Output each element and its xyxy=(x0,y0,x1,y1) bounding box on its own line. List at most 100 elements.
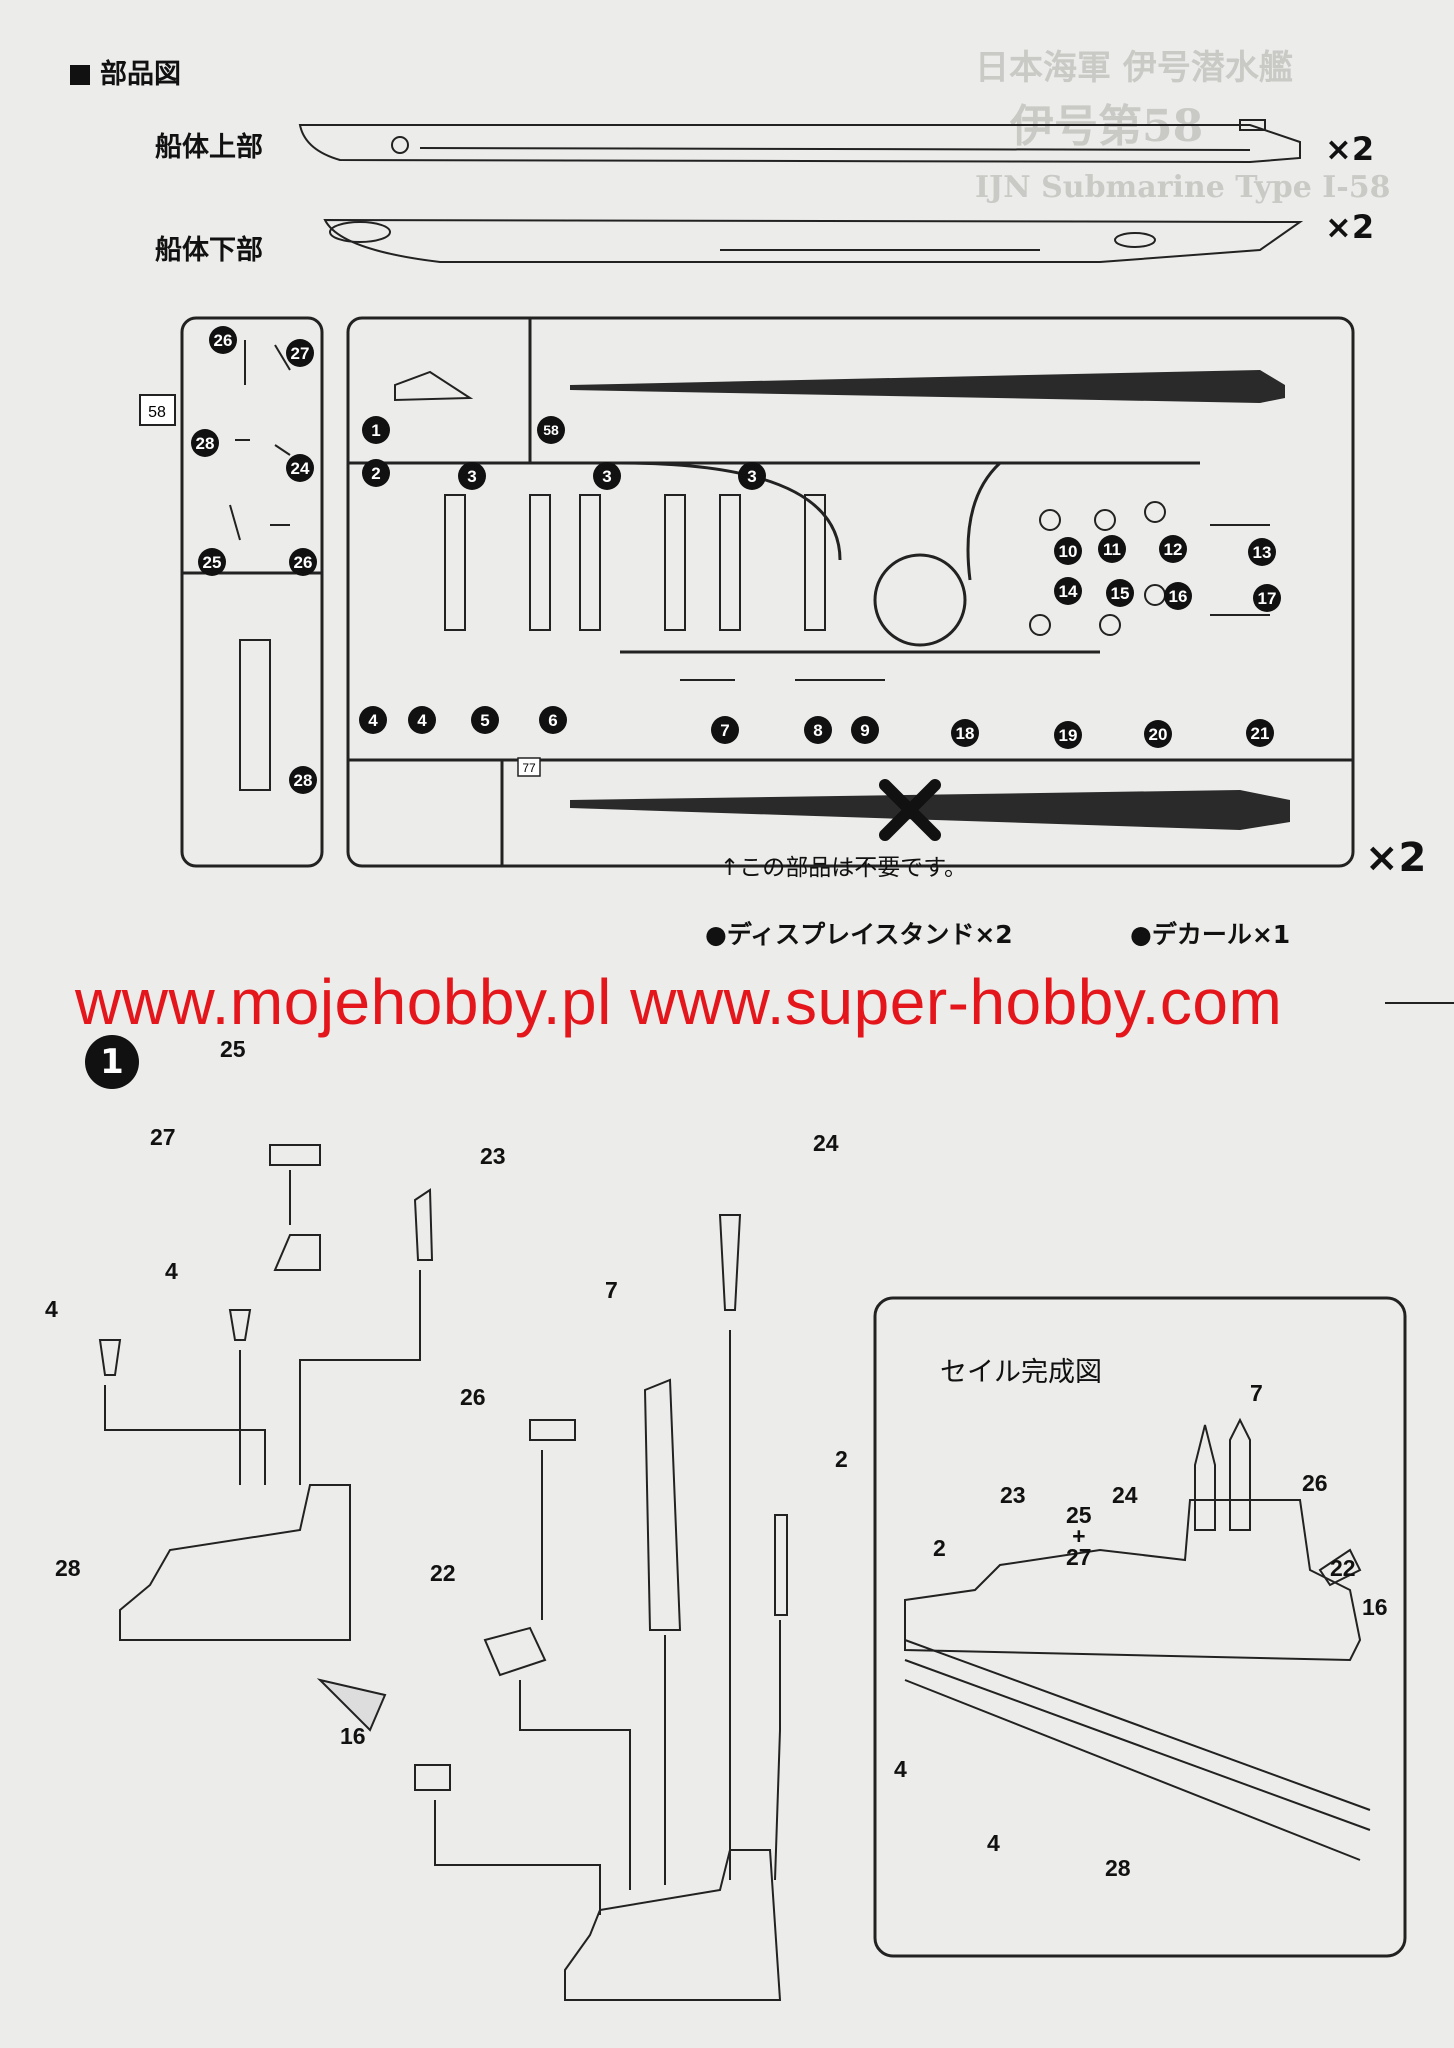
svg-text:18: 18 xyxy=(956,724,975,743)
part-7-sketch xyxy=(643,1378,682,1631)
svg-text:27: 27 xyxy=(291,344,310,363)
svg-text:19: 19 xyxy=(1059,726,1078,745)
decal-note: ●デカール×1 xyxy=(1130,920,1291,949)
label-part-4a: 4 xyxy=(45,1296,58,1322)
sail-assembly-sketch xyxy=(564,1849,782,2001)
svg-text:5: 5 xyxy=(480,711,489,730)
inset-label-part-7: 7 xyxy=(1250,1380,1263,1406)
inset-label-part-28: 28 xyxy=(1105,1855,1131,1881)
svg-text:12: 12 xyxy=(1164,540,1183,559)
svg-text:24: 24 xyxy=(291,459,310,478)
part-23-sketch xyxy=(413,1188,434,1261)
parts-diagram: 58 77 xyxy=(139,119,1355,868)
svg-text:20: 20 xyxy=(1149,725,1168,744)
inset-sail-sketch xyxy=(904,1417,1371,1861)
label-part-26: 26 xyxy=(460,1384,486,1410)
part-4b-sketch xyxy=(228,1309,252,1341)
svg-text:26: 26 xyxy=(214,331,233,350)
small-parts-sketches xyxy=(229,340,1270,791)
display-stand-note: ●ディスプレイスタンド×2 xyxy=(705,920,1013,949)
label-part-23: 23 xyxy=(480,1143,506,1169)
sprue-multiplier: ×2 xyxy=(1365,835,1427,881)
square-bullet-icon xyxy=(70,65,90,85)
svg-text:58: 58 xyxy=(543,422,559,438)
part-16-sketch xyxy=(414,1764,451,1791)
faded-kit-subtitle: IJN Submarine Type I-58 xyxy=(975,170,1391,205)
svg-text:28: 28 xyxy=(196,434,215,453)
svg-text:6: 6 xyxy=(548,711,557,730)
label-part-22: 22 xyxy=(430,1560,456,1586)
inset-label-part-16: 16 xyxy=(1362,1594,1388,1620)
upper-hull-label: 船体上部 xyxy=(155,132,263,163)
svg-text:28: 28 xyxy=(294,771,313,790)
svg-text:3: 3 xyxy=(747,467,756,486)
deck-part-upper xyxy=(570,370,1285,403)
svg-text:11: 11 xyxy=(1103,540,1121,559)
part-2-sketch xyxy=(774,1514,788,1616)
svg-text:26: 26 xyxy=(294,553,313,572)
watermark: www.mojehobby.pl www.super-hobby.com xyxy=(75,966,1283,1038)
svg-text:7: 7 xyxy=(720,721,729,740)
svg-text:10: 10 xyxy=(1059,542,1078,561)
inset-label-part-2: 2 xyxy=(933,1535,946,1561)
deck-part-lower xyxy=(570,790,1290,830)
svg-text:3: 3 xyxy=(602,467,611,486)
label-part-7: 7 xyxy=(605,1277,618,1303)
inset-panel xyxy=(873,1296,1407,1958)
svg-text:25: 25 xyxy=(203,553,222,572)
part-27-sketch xyxy=(273,1234,321,1271)
label-part-16: 16 xyxy=(340,1723,366,1749)
label-part-4b: 4 xyxy=(165,1258,178,1284)
svg-text:17: 17 xyxy=(1258,589,1277,608)
svg-text:4: 4 xyxy=(417,711,427,730)
svg-text:4: 4 xyxy=(368,711,378,730)
step-number-badge: 1 xyxy=(85,1035,139,1089)
part-4a-sketch xyxy=(98,1339,122,1376)
section-title: 部品図 xyxy=(70,52,181,91)
lower-hull-label: 船体下部 xyxy=(155,235,263,266)
part-22-sketch xyxy=(483,1626,547,1677)
svg-text:1: 1 xyxy=(371,421,380,440)
svg-text:3: 3 xyxy=(467,467,476,486)
part-24-sketch xyxy=(718,1214,742,1311)
svg-text:15: 15 xyxy=(1111,584,1130,603)
label-part-28: 28 xyxy=(55,1555,81,1581)
inset-label-part-22: 22 xyxy=(1330,1555,1356,1581)
svg-text:2: 2 xyxy=(371,464,380,483)
sprue-tag-58-text: 58 xyxy=(148,404,166,421)
upper-hull-drawing xyxy=(298,119,1301,164)
svg-text:16: 16 xyxy=(1169,587,1188,606)
inset-label-part-25-27: 25 + 27 xyxy=(1066,1502,1092,1570)
faded-kit-name: 伊号第58 xyxy=(1010,101,1204,152)
lower-hull-drawing xyxy=(323,218,1304,263)
faded-kit-title: 日本海軍 伊号潜水艦 xyxy=(975,48,1293,88)
label-part-24: 24 xyxy=(813,1130,839,1156)
svg-text:9: 9 xyxy=(860,721,869,740)
label-part-2: 2 xyxy=(835,1446,848,1472)
svg-text:8: 8 xyxy=(813,721,822,740)
svg-text:21: 21 xyxy=(1251,724,1270,743)
sprue-tag-58 xyxy=(139,394,176,426)
svg-text:14: 14 xyxy=(1059,582,1078,601)
label-part-25: 25 xyxy=(220,1036,246,1062)
inset-label-part-26: 26 xyxy=(1302,1470,1328,1496)
inset-label-part-4a: 4 xyxy=(894,1756,907,1782)
part-25-sketch xyxy=(269,1144,321,1166)
step1-assembly-diagram xyxy=(98,1144,1407,2001)
inset-label-part-24: 24 xyxy=(1112,1482,1138,1508)
inset-label-part-4b: 4 xyxy=(987,1830,1000,1856)
sail-part-28-sketch xyxy=(119,1484,351,1641)
sprue-tag-77-text: 77 xyxy=(522,761,536,775)
unneeded-part-note: ↑この部品は不要です。 xyxy=(720,855,967,881)
inset-label-part-23: 23 xyxy=(1000,1482,1026,1508)
unneeded-cross-icon xyxy=(879,779,941,841)
divider-line xyxy=(1385,1002,1454,1004)
sprue-tag-77 xyxy=(517,757,541,777)
part-number-badges: 26 27 28 24 25 26 28 1 2 58 3 3 3 4 4 5 … xyxy=(191,326,1281,794)
svg-text:13: 13 xyxy=(1253,543,1272,562)
inset-title: セイル完成図 xyxy=(940,1357,1102,1388)
label-part-27: 27 xyxy=(150,1124,176,1150)
upper-hull-multiplier: ×2 xyxy=(1325,130,1375,168)
lower-hull-multiplier: ×2 xyxy=(1325,208,1375,246)
sprue-frame xyxy=(180,316,1355,868)
